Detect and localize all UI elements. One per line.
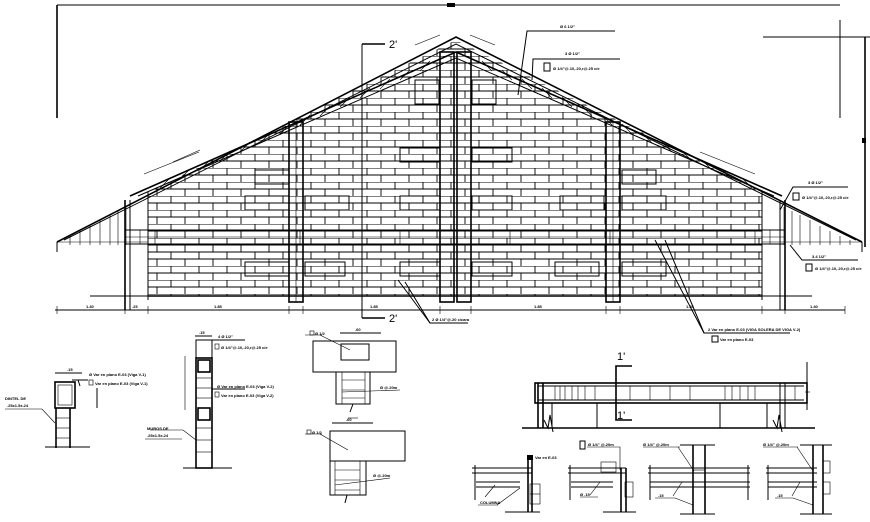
svg-text:Ø 1/4" @.20m: Ø 1/4" @.20m [763, 442, 789, 447]
svg-text:MUROS DE: MUROS DE [147, 426, 169, 431]
section-cut-2: 2' 2' [361, 39, 397, 325]
svg-text:Ø @.20m: Ø @.20m [373, 473, 391, 478]
beam-section-1: .60 Ø 1/2 Ø @.20m [305, 327, 401, 419]
svg-text:1.40: 1.40 [86, 304, 95, 309]
lintel-detail: .15 Ø Var en plano E-03 (Viga V-1) Var e… [5, 367, 182, 448]
svg-text:Var en plano E-03 (Viga V-2): Var en plano E-03 (Viga V-2) [221, 393, 274, 398]
roof-dim-ticks [143, 34, 756, 175]
gable-elevation: 2' 2' 1.40 .25 1.85 1.85 1.85 1.85 1.40 [55, 24, 863, 343]
svg-text:.60: .60 [355, 327, 361, 332]
svg-text:Ø @.20m: Ø @.20m [380, 385, 398, 390]
svg-text:1.40: 1.40 [810, 304, 819, 309]
svg-text:.15: .15 [199, 330, 205, 335]
callout-eave-top: 3 Ø 1/2" Ø 1/4"@.10,.20,r@.25 c/e [779, 180, 849, 211]
callout-roof-1: Ø 6 1/2" 3 Ø 1/2" Ø 1/4"@.10,.20,r@.25 c… [517, 24, 620, 96]
svg-text:.25x1.5x.24: .25x1.5x.24 [147, 433, 169, 438]
svg-text:Ø 1/4"@.10,.20,r@.25 c/e: Ø 1/4"@.10,.20,r@.25 c/e [221, 345, 268, 350]
svg-text:.15: .15 [777, 493, 783, 498]
svg-text:1': 1' [617, 410, 625, 422]
connection-detail-1: COLUMNA Var en E-03 [472, 455, 557, 513]
overall-dimension [56, 3, 840, 118]
svg-text:Ø .15: Ø .15 [580, 492, 591, 497]
svg-text:2 Ø 1/4"@.20 c/cara: 2 Ø 1/4"@.20 c/cara [432, 317, 470, 322]
svg-text:.25: .25 [132, 304, 138, 309]
svg-text:Ø Var en plano E-03 (Viga V-1): Ø Var en plano E-03 (Viga V-1) [89, 372, 147, 377]
svg-text:Ø 1/4"@.10,.20,r@.25 c/e: Ø 1/4"@.10,.20,r@.25 c/e [553, 66, 600, 71]
column-detail: .15 4 Ø 1/2" Ø 1/4"@.10,.20,r@.25 c/e Ø … [150, 330, 275, 469]
height-dimension [763, 20, 870, 247]
svg-text:Ø 1/4" @.20m: Ø 1/4" @.20m [588, 442, 614, 447]
svg-text:3 Ø 1/2": 3 Ø 1/2" [808, 180, 823, 185]
svg-text:Var en plano E-03 (Viga V-1): Var en plano E-03 (Viga V-1) [95, 381, 148, 386]
svg-text:Var en plano E-03: Var en plano E-03 [720, 337, 754, 342]
connection-detail-4: Ø 1/4" @.20m .15 [763, 442, 832, 515]
wall-openings [244, 79, 667, 277]
svg-text:Ø 1/4"@.10,.20,r@.25 c/e: Ø 1/4"@.10,.20,r@.25 c/e [815, 266, 862, 271]
svg-text:1.85: 1.85 [370, 304, 379, 309]
svg-text:COLUMNA: COLUMNA [480, 500, 501, 505]
confining-columns [288, 51, 621, 303]
svg-text:.15: .15 [658, 493, 664, 498]
svg-text:1.85: 1.85 [214, 304, 223, 309]
connection-detail-2: Ø 1/4" @.20m Ø .15 [568, 440, 636, 513]
section-mark-bottom: 2' [389, 313, 397, 325]
svg-text:Ø 6 1/2": Ø 6 1/2" [560, 24, 575, 29]
svg-text:1.85: 1.85 [534, 304, 543, 309]
svg-text:DINTEL DE: DINTEL DE [5, 396, 26, 401]
beam-section-2: .60 Ø 1/2 Ø @.20m [305, 417, 406, 504]
bottom-dimension-string: 1.40 .25 1.85 1.85 1.85 1.85 1.40 [55, 304, 846, 314]
callout-center-bottom: 2 Ø 1/4"@.20 c/cara [397, 279, 470, 324]
wall-section-1: 1' 1' [522, 351, 815, 433]
right-eave-studs [762, 207, 862, 245]
svg-text:1': 1' [617, 351, 625, 363]
callout-eave-bottom: 3.4 1/2" Ø 1/4"@.10,.20,r@.25 c/e [789, 244, 862, 272]
svg-text:.60: .60 [346, 417, 352, 422]
svg-text:3.4 1/2": 3.4 1/2" [812, 254, 826, 259]
callout-right-bottom: 2 Var en plano E-03 (VIGA SOLERA DE VIGA… [654, 239, 801, 343]
svg-text:Ø 1/2: Ø 1/2 [312, 430, 323, 435]
svg-text:3 Ø 1/2": 3 Ø 1/2" [565, 51, 580, 56]
svg-text:Ø 1/2: Ø 1/2 [315, 331, 326, 336]
svg-text:.15: .15 [67, 367, 73, 372]
left-eave-studs [57, 207, 148, 245]
section-mark-top: 2' [389, 39, 397, 51]
svg-text:4 Ø 1/2": 4 Ø 1/2" [218, 334, 233, 339]
svg-text:.25x1.5x.24: .25x1.5x.24 [7, 403, 29, 408]
connection-detail-3: Ø 1/4" @.20m .15 [643, 442, 750, 515]
svg-text:Ø 1/4" @.20m: Ø 1/4" @.20m [643, 442, 669, 447]
roof-rafters [159, 60, 753, 189]
svg-text:Var en E-03: Var en E-03 [535, 455, 557, 460]
svg-text:Ø 1/4"@.10,.20,r@.25 c/e: Ø 1/4"@.10,.20,r@.25 c/e [802, 195, 849, 200]
svg-text:Ø Var en plano E-03 (Viga V-2): Ø Var en plano E-03 (Viga V-2) [217, 384, 275, 389]
svg-text:2 Var en plano E-03 (VIGA SOLE: 2 Var en plano E-03 (VIGA SOLERA DE VIGA… [708, 327, 801, 332]
